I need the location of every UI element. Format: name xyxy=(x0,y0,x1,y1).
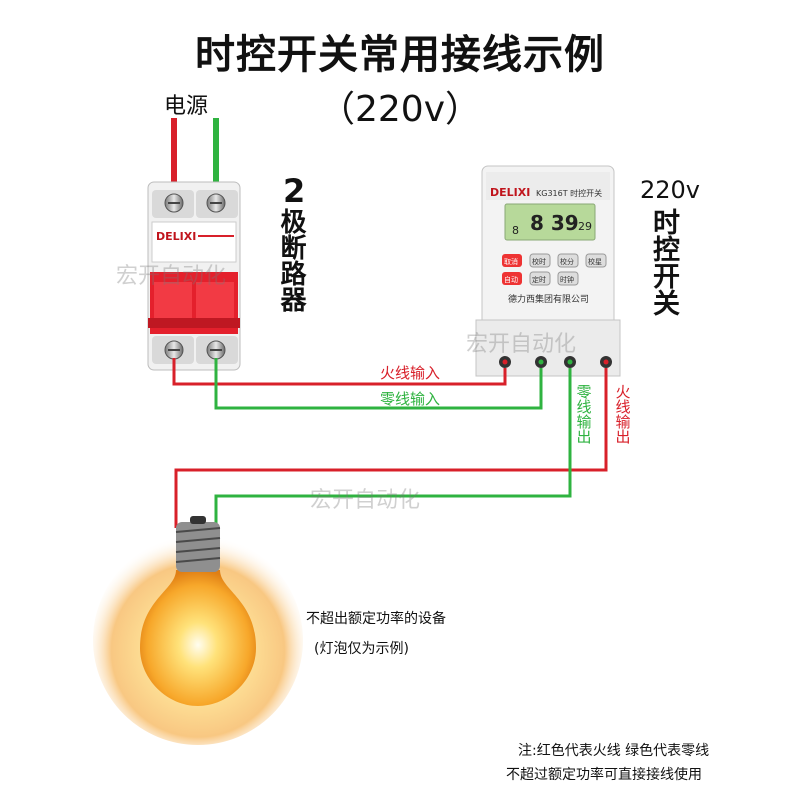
timer-btn-label: 校时 xyxy=(532,257,546,266)
timer-voltage-label: 220v xyxy=(640,176,701,204)
timer-btn-label: 定时 xyxy=(532,275,546,284)
timer-btn-label: 时钟 xyxy=(560,275,574,284)
timer-label: 时控开关 xyxy=(648,208,679,316)
breaker-brand: DELIXI xyxy=(156,230,196,243)
neutral-out-label: 零线输出 xyxy=(574,384,593,444)
timer-buttons-row2: 自动 定时 时钟 xyxy=(502,271,579,286)
bulb-note-example: (灯泡仅为示例) xyxy=(314,641,409,657)
timer-display-day: 8 xyxy=(512,224,519,237)
neutral-in-label: 零线输入 xyxy=(380,390,441,408)
live-in-label: 火线输入 xyxy=(380,364,441,382)
timer-btn-label: 自动 xyxy=(504,275,518,284)
power-label: 电源 xyxy=(164,94,209,119)
footnote-usage: 不超过额定功率可直接接线使用 xyxy=(506,767,702,783)
light-bulb xyxy=(93,516,303,745)
watermark: 宏开自动化 xyxy=(310,488,421,513)
page-subtitle: （220v） xyxy=(318,89,482,130)
timer-company: 德力西集团有限公司 xyxy=(508,293,589,305)
breaker-label-number: 2 xyxy=(283,172,306,210)
timer-btn-label: 取消 xyxy=(504,257,518,266)
timer-btn-label: 校星 xyxy=(588,257,602,266)
page-title: 时控开关常用接线示例 xyxy=(195,32,605,78)
live-out-label: 火线输出 xyxy=(613,384,632,444)
watermark: 宏开自动化 xyxy=(116,264,227,289)
timer-model: KG316T 时控开关 xyxy=(536,188,602,198)
footnote-legend: 注:红色代表火线 绿色代表零线 xyxy=(518,743,710,759)
timer-brand: DELIXI xyxy=(490,186,530,199)
circuit-breaker: DELIXI xyxy=(147,181,241,371)
timer-btn-label: 校分 xyxy=(560,257,574,266)
breaker-label: 极断路器 xyxy=(276,208,306,312)
neutral-wire xyxy=(214,358,572,528)
timer-switch: DELIXI KG316T 时控开关 8 8 39 29 取消 校时 校分 校星… xyxy=(475,165,621,377)
bulb-note: 不超出额定功率的设备 xyxy=(306,611,446,627)
watermark: 宏开自动化 xyxy=(466,332,577,357)
live-wire xyxy=(172,358,608,528)
timer-display-sec: 29 xyxy=(578,220,592,233)
timer-display-time: 8 39 xyxy=(530,211,579,235)
timer-buttons-row1: 取消 校时 校分 校星 xyxy=(502,253,607,268)
